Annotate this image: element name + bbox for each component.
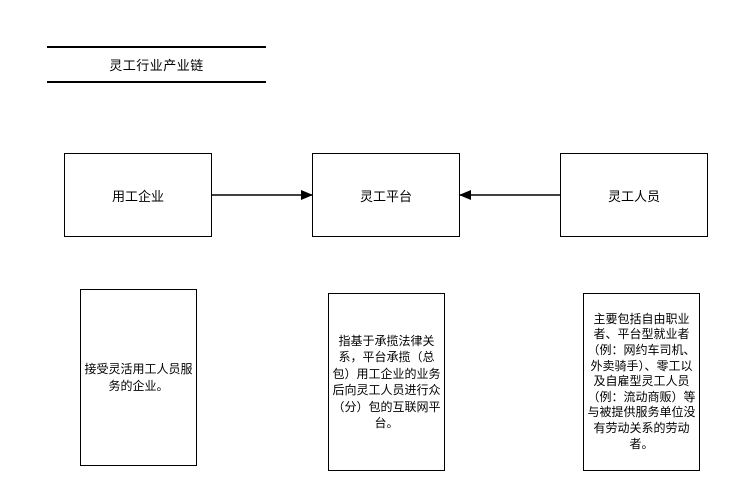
note-employer: 接受灵活用工人员服务的企业。 (80, 289, 197, 466)
note-worker: 主要包括自由职业者、平台型就业者（例：网约车司机、外卖骑手）、零工以及自雇型灵工… (583, 293, 700, 471)
note-worker-text: 主要包括自由职业者、平台型就业者（例：网约车司机、外卖骑手）、零工以及自雇型灵工… (587, 311, 696, 451)
node-platform: 灵工平台 (312, 153, 460, 237)
node-employer: 用工企业 (64, 153, 212, 237)
node-worker: 灵工人员 (560, 153, 708, 237)
note-platform-text: 指基于承揽法律关系，平台承揽（总包）用工企业的业务后向灵工人员进行众（分）包的互… (332, 333, 441, 431)
node-employer-label: 用工企业 (111, 189, 164, 205)
title-bottom-rule (47, 81, 266, 83)
note-platform: 指基于承揽法律关系，平台承揽（总包）用工企业的业务后向灵工人员进行众（分）包的互… (328, 293, 445, 471)
node-platform-label: 灵工平台 (359, 189, 412, 205)
title-top-rule (47, 46, 266, 48)
node-worker-label: 灵工人员 (607, 189, 660, 205)
note-employer-text: 接受灵活用工人员服务的企业。 (84, 362, 193, 393)
diagram-title: 灵工行业产业链 (109, 58, 204, 74)
